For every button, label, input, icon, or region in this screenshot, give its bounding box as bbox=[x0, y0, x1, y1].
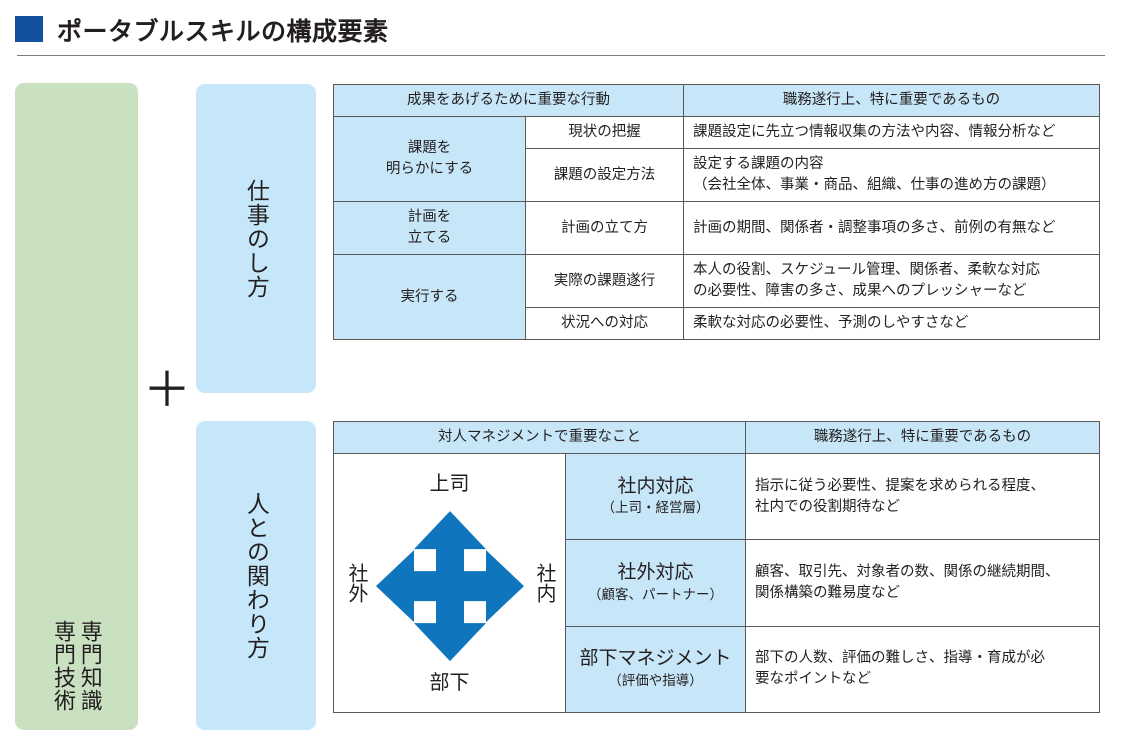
table-people-relations: 対人マネジメントで重要なこと 職務遂行上、特に重要であるもの 上司 部下 社外 … bbox=[333, 420, 1100, 714]
plus-sign-icon: ＋ bbox=[143, 364, 192, 417]
work-style-label: 仕事のし方 bbox=[243, 178, 270, 299]
table-row: 上司 部下 社外 社内 社内対応 （上司・経営層） 指示に従う必要性、提案を求め… bbox=[333, 453, 1100, 714]
table-row-header: 成果をあげるために重要な行動 職務遂行上、特に重要であるもの bbox=[333, 83, 1100, 118]
table-people-desc-0: 指示に従う必要性、提案を求められる程度、社内での役割期待など bbox=[745, 453, 1100, 541]
table-people-header-management: 対人マネジメントで重要なこと bbox=[333, 420, 746, 455]
table-people-category-2-note: （評価や指導） bbox=[608, 673, 703, 689]
cross-label-right: 社内 bbox=[533, 563, 555, 604]
table-people-category-2: 部下マネジメント （評価や指導） bbox=[565, 625, 746, 714]
cross-label-top: 上司 bbox=[429, 473, 470, 496]
table-people-desc-2: 部下の人数、評価の難しさ、指導・育成が必要なポイントなど bbox=[745, 625, 1100, 714]
table-work-category-2: 実行する bbox=[333, 254, 526, 341]
table-people-category-1-main: 社外対応 bbox=[617, 562, 694, 583]
table-work-header-actions: 成果をあげるために重要な行動 bbox=[333, 83, 684, 118]
people-relations-label-wrap: 人との関わり方 bbox=[196, 421, 316, 730]
expertise-label-technique: 専門技術 bbox=[51, 620, 76, 712]
table-work-desc-0-0: 課題設定に先立つ情報収集の方法や内容、情報分析など bbox=[683, 116, 1100, 150]
table-people-category-0-main: 社内対応 bbox=[617, 475, 694, 497]
table-work-desc-1-0: 計画の期間、関係者・調整事項の多さ、前例の有無など bbox=[683, 201, 1100, 256]
table-row: 課題の設定方法 設定する課題の内容（会社全体、事業・商品、組織、仕事の進め方の課… bbox=[334, 148, 1100, 203]
table-people-category-1-note: （顧客、パートナー） bbox=[588, 586, 723, 602]
table-work-sub-1-0: 計画の立て方 bbox=[525, 201, 684, 256]
table-work-style: 成果をあげるために重要な行動 職務遂行上、特に重要であるもの 課題を明らかにする… bbox=[333, 83, 1100, 341]
table-row-header: 対人マネジメントで重要なこと 職務遂行上、特に重要であるもの bbox=[333, 420, 1100, 455]
table-work-desc-0-1: 設定する課題の内容（会社全体、事業・商品、組織、仕事の進め方の課題） bbox=[683, 148, 1100, 203]
panel-people-relations: 人との関わり方 bbox=[196, 421, 316, 730]
table-people-desc-1: 顧客、取引先、対象者の数、関係の継続期間、関係構築の難易度など bbox=[745, 539, 1100, 627]
expertise-label-knowledge: 専門知識 bbox=[77, 620, 103, 712]
table-work-desc-2-1: 柔軟な対応の必要性、予測のしやすさなど bbox=[683, 307, 1100, 341]
panel-expertise: 専門知識 専門技術 bbox=[15, 83, 138, 730]
table-people-body: 対人マネジメントで重要なこと 職務遂行上、特に重要であるもの 上司 部下 社外 … bbox=[333, 420, 1100, 714]
cross-label-left: 社外 bbox=[345, 563, 367, 604]
table-work-category-1: 計画を立てる bbox=[333, 201, 526, 256]
table-work-desc-2-0: 本人の役割、スケジュール管理、関係者、柔軟な対応の必要性、障害の多さ、成果へのプ… bbox=[683, 254, 1100, 309]
table-work-sub-0-1: 課題の設定方法 bbox=[525, 148, 684, 203]
title-divider bbox=[17, 55, 1105, 56]
table-row: 部下マネジメント （評価や指導） 部下の人数、評価の難しさ、指導・育成が必要なポ… bbox=[334, 625, 1100, 714]
panel-work-style: 仕事のし方 bbox=[196, 84, 316, 393]
table-work-body: 成果をあげるために重要な行動 職務遂行上、特に重要であるもの 課題を明らかにする… bbox=[333, 83, 1100, 341]
expertise-label-stack: 専門知識 専門技術 bbox=[15, 620, 138, 712]
table-row: 課題を明らかにする 現状の把握 課題設定に先立つ情報収集の方法や内容、情報分析な… bbox=[333, 116, 1100, 203]
work-style-label-wrap: 仕事のし方 bbox=[196, 84, 316, 393]
table-row: 実行する 実際の課題遂行 本人の役割、スケジュール管理、関係者、柔軟な対応の必要… bbox=[333, 254, 1100, 341]
table-work-sub-0-0: 現状の把握 bbox=[525, 116, 684, 150]
people-relations-label: 人との関わり方 bbox=[243, 491, 270, 660]
table-people-category-0: 社内対応 （上司・経営層） bbox=[565, 453, 746, 541]
table-people-header-important: 職務遂行上、特に重要であるもの bbox=[745, 420, 1100, 455]
table-row: 計画を立てる 計画の立て方 計画の期間、関係者・調整事項の多さ、前例の有無など bbox=[333, 201, 1100, 256]
cross-arrow-wrap: 上司 部下 社外 社内 bbox=[334, 454, 565, 712]
table-work-sub-2-1: 状況への対応 bbox=[525, 307, 684, 341]
page-title: ポータブルスキルの構成要素 bbox=[57, 18, 389, 46]
table-people-category-0-note: （上司・経営層） bbox=[601, 500, 710, 516]
table-people-category-1: 社外対応 （顧客、パートナー） bbox=[565, 539, 746, 627]
table-row: 社外対応 （顧客、パートナー） 顧客、取引先、対象者の数、関係の継続期間、関係構… bbox=[334, 539, 1100, 627]
cross-label-bottom: 部下 bbox=[429, 672, 470, 695]
table-work-category-0: 課題を明らかにする bbox=[333, 116, 526, 203]
table-work-header-important: 職務遂行上、特に重要であるもの bbox=[683, 83, 1100, 118]
title-marker-icon bbox=[15, 16, 43, 42]
cross-arrow-diagram: 上司 部下 社外 社内 bbox=[333, 453, 566, 714]
table-row: 状況への対応 柔軟な対応の必要性、予測のしやすさなど bbox=[334, 307, 1100, 341]
table-work-sub-2-0: 実際の課題遂行 bbox=[525, 254, 684, 309]
table-people-category-2-main: 部下マネジメント bbox=[579, 648, 732, 670]
cross-arrow-icon bbox=[375, 511, 524, 662]
